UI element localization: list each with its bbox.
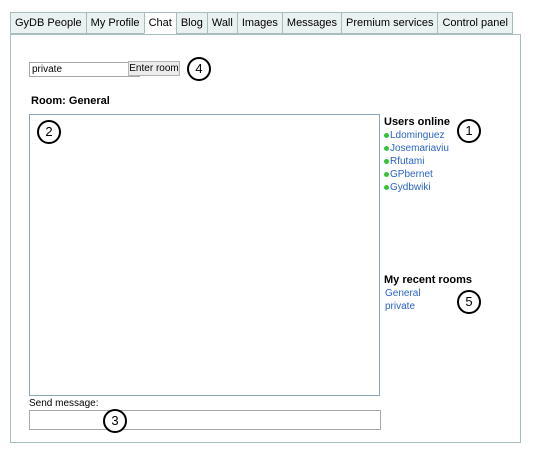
user-link[interactable]: Rfutami [390, 156, 425, 167]
recent-rooms-list: General private [385, 287, 421, 313]
callout-3: 3 [103, 409, 127, 433]
user-link[interactable]: Gydbwiki [390, 182, 431, 193]
online-status-icon [384, 159, 389, 164]
callout-2: 2 [37, 120, 61, 144]
callout-5: 5 [457, 290, 481, 314]
online-status-icon [384, 133, 389, 138]
recent-rooms-heading: My recent rooms [384, 274, 473, 286]
room-name-input[interactable] [29, 62, 140, 77]
list-item: Rfutami [384, 155, 449, 168]
chat-panel: Enter room Room: General Users online Ld… [10, 34, 521, 443]
enter-room-button[interactable]: Enter room [128, 61, 180, 76]
online-status-icon [384, 172, 389, 177]
user-link[interactable]: Ldominguez [390, 130, 445, 141]
users-online-list: Ldominguez Josemariaviu Rfutami GPbernet… [384, 129, 449, 194]
room-title: Room: General [31, 95, 110, 107]
tab-premium-services[interactable]: Premium services [341, 12, 438, 34]
list-item: Josemariaviu [384, 142, 449, 155]
callout-4: 4 [187, 57, 211, 81]
tab-my-profile[interactable]: My Profile [85, 12, 144, 34]
tab-messages[interactable]: Messages [281, 12, 342, 34]
recent-room-link[interactable]: General [385, 288, 421, 299]
list-item: Ldominguez [384, 129, 449, 142]
send-message-label: Send message: [29, 398, 99, 409]
chat-messages-area[interactable] [29, 114, 380, 396]
tab-wall[interactable]: Wall [206, 12, 237, 34]
user-link[interactable]: Josemariaviu [390, 143, 449, 154]
tab-chat[interactable]: Chat [143, 12, 176, 34]
send-message-input[interactable] [29, 410, 381, 430]
online-status-icon [384, 146, 389, 151]
tab-images[interactable]: Images [236, 12, 282, 34]
list-item: GPbernet [384, 168, 449, 181]
tab-gydb-people[interactable]: GyDB People [10, 12, 86, 34]
online-status-icon [384, 185, 389, 190]
recent-room-link[interactable]: private [385, 301, 416, 312]
main-tabs: GyDB People My Profile Chat Blog Wall Im… [10, 12, 513, 34]
tab-blog[interactable]: Blog [175, 12, 207, 34]
tab-control-panel[interactable]: Control panel [437, 12, 513, 34]
user-link[interactable]: GPbernet [390, 169, 433, 180]
list-item: Gydbwiki [384, 181, 449, 194]
users-online-heading: Users online [384, 116, 451, 128]
callout-1: 1 [457, 119, 481, 143]
